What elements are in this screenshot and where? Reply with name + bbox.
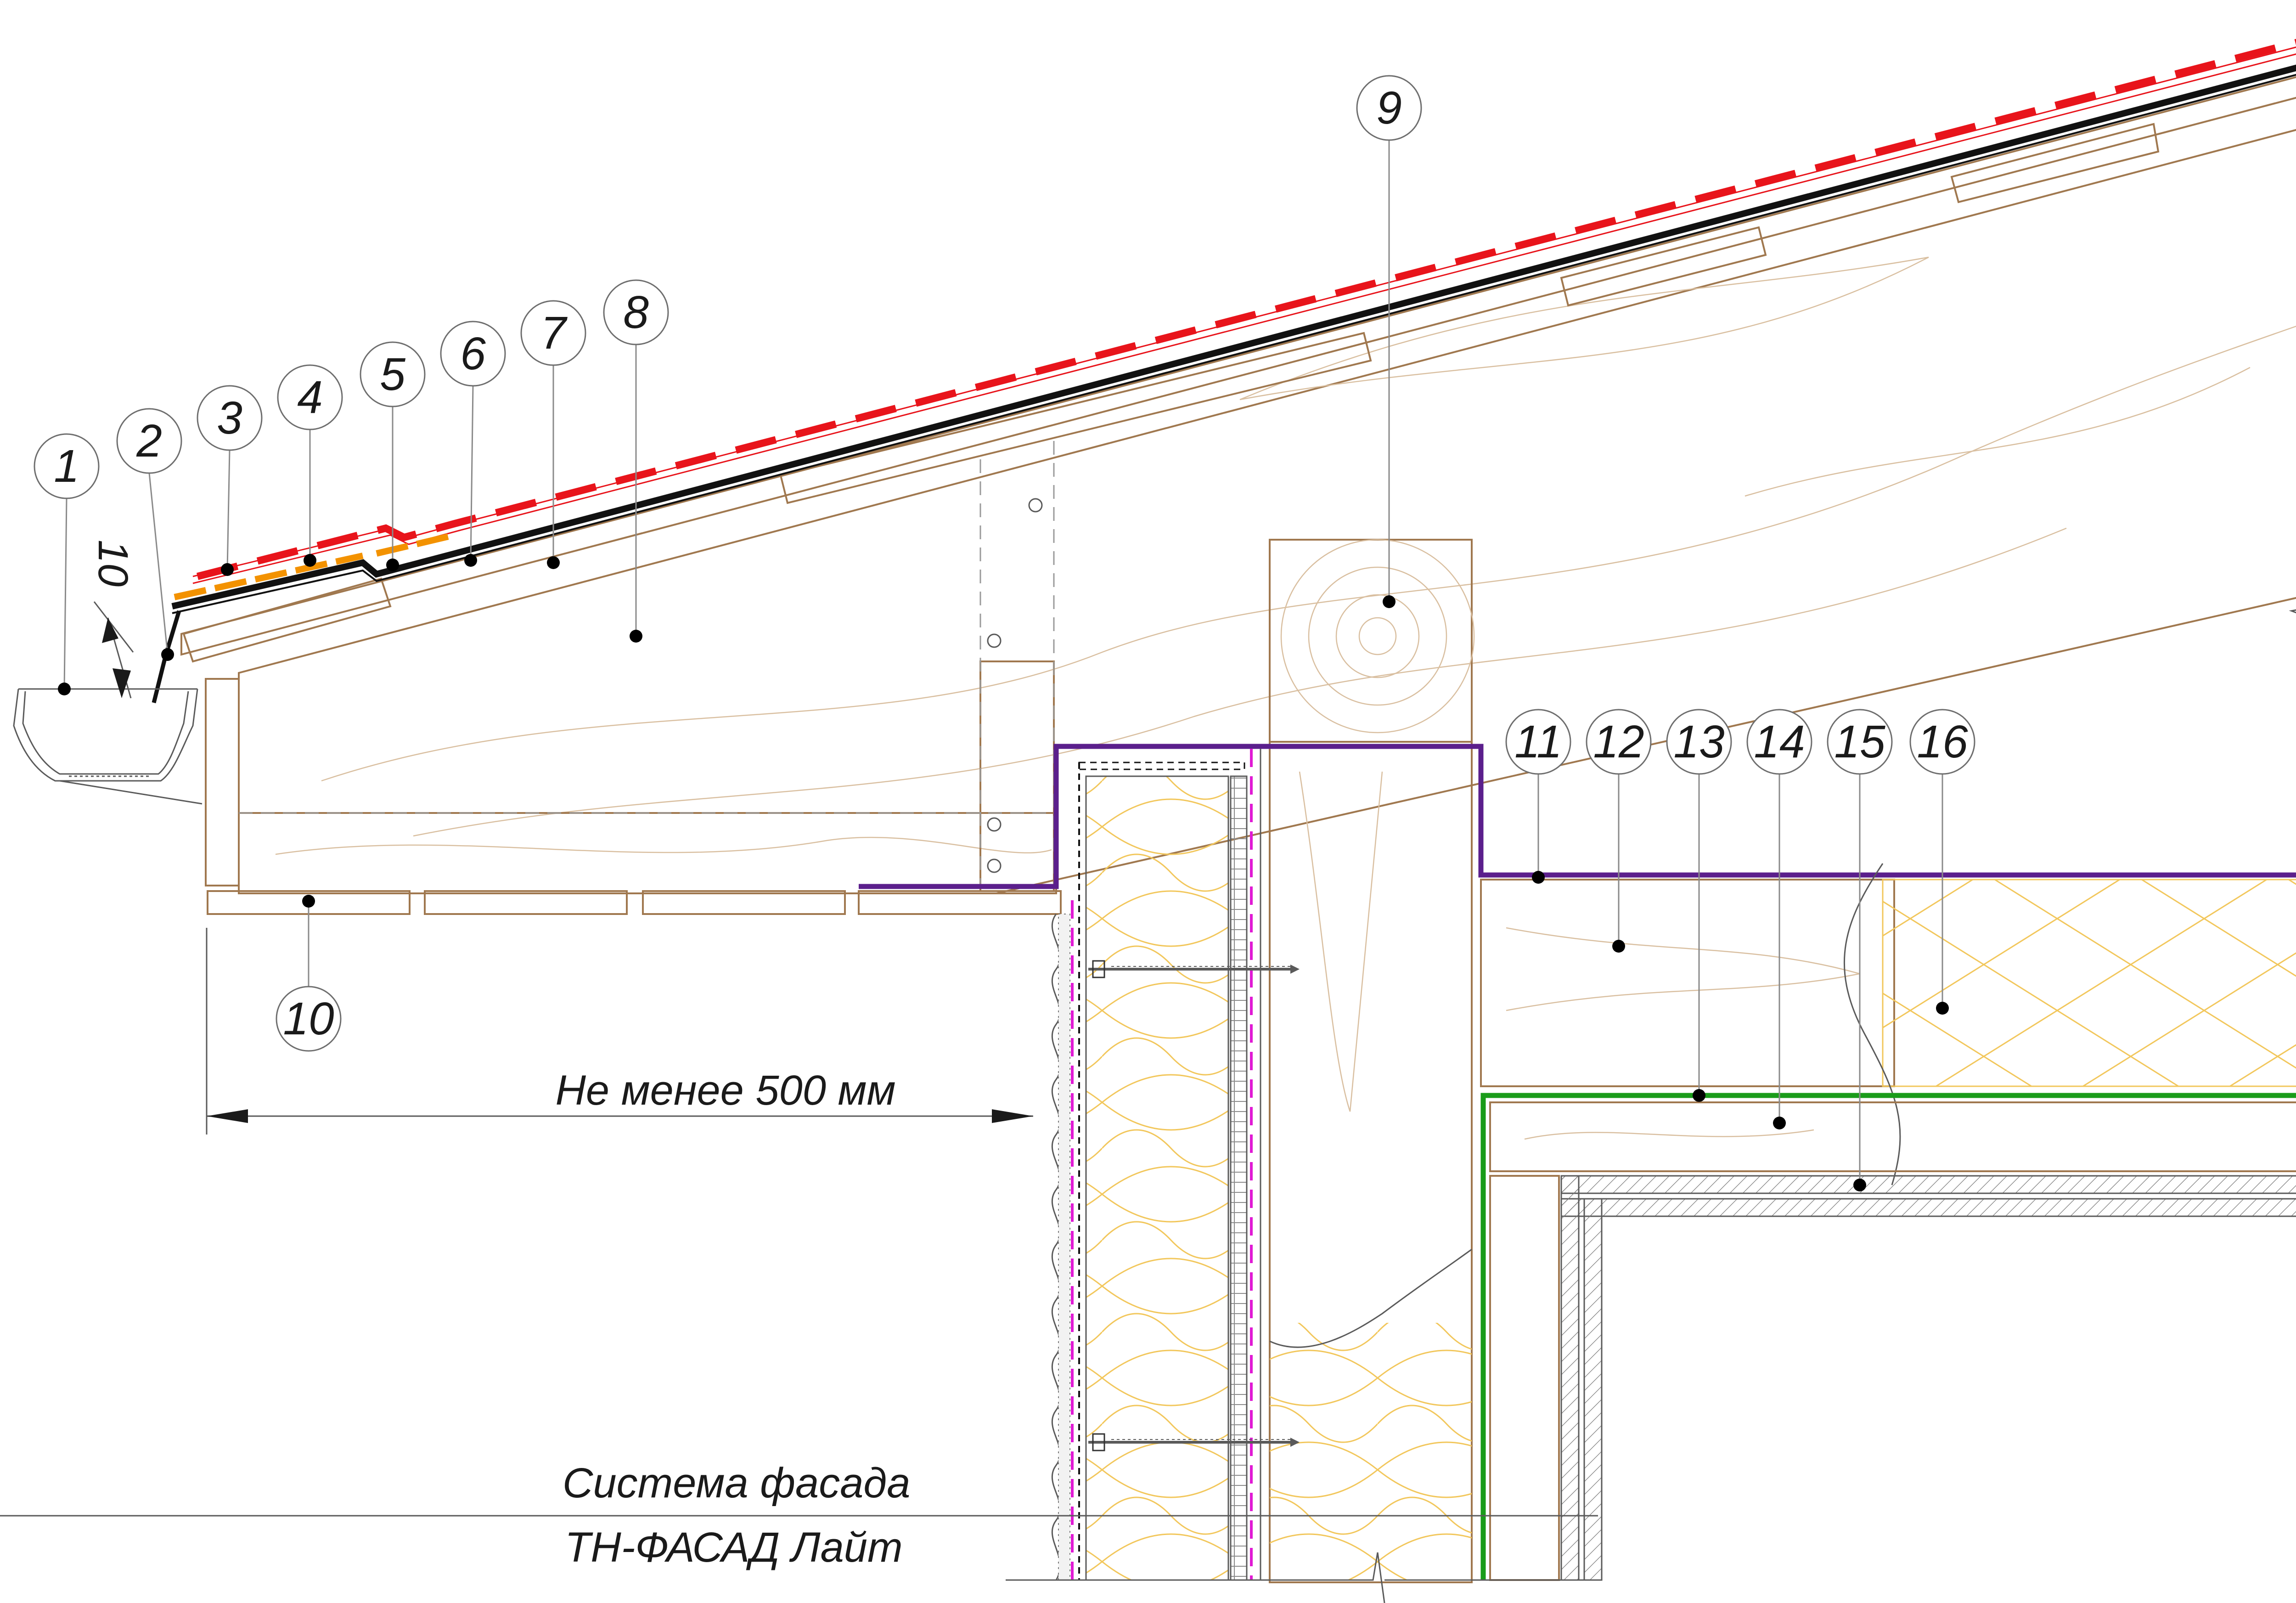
callout-8: 8 <box>603 279 669 643</box>
overhang-dimension: Не менее 500 мм <box>206 928 1033 1135</box>
callout-circle <box>277 364 343 430</box>
callout-circle <box>1586 709 1652 775</box>
callout-number: 8 <box>623 287 649 338</box>
rafter <box>238 129 2296 894</box>
callout-number: 5 <box>380 349 405 400</box>
callout-9: 9 <box>1356 75 1422 608</box>
callout-dot <box>1612 940 1625 953</box>
facade-caption-line-1: Система фасада <box>563 1460 910 1507</box>
callout-number: 10 <box>283 993 334 1044</box>
callout-14: 14 <box>1746 709 1812 1129</box>
callout-number: 13 <box>1673 716 1724 768</box>
callout-dot <box>304 554 316 567</box>
callout-circle <box>440 321 506 387</box>
callout-2: 2 <box>116 408 182 661</box>
fascia-board <box>205 678 240 886</box>
roofing-layers <box>152 39 2296 704</box>
callout-10: 10 <box>276 895 342 1052</box>
callout-leader <box>470 385 474 561</box>
callout-number: 9 <box>1376 82 1402 134</box>
callout-dot <box>58 683 71 695</box>
callout-number: 6 <box>460 328 486 379</box>
callout-number: 15 <box>1834 716 1885 768</box>
callout-circle <box>1827 709 1893 775</box>
callout-number: 11 <box>1514 716 1562 768</box>
facade-anchor <box>1088 1433 1300 1451</box>
facade-insulation <box>1085 775 1229 1581</box>
wall-plate-beam <box>1269 539 1475 1583</box>
callout-13: 13 <box>1666 709 1732 1102</box>
callout-dot <box>221 563 234 576</box>
callout-circle <box>197 385 263 451</box>
callout-number: 4 <box>297 372 323 423</box>
callout-circle <box>34 433 100 499</box>
callout-dot <box>464 554 477 567</box>
callout-circle <box>1666 709 1732 775</box>
eave-strip <box>174 532 456 600</box>
shingle-membrane <box>197 39 2296 580</box>
callout-number: 2 <box>136 415 162 467</box>
callout-number: 1 <box>54 440 79 492</box>
callout-circle <box>1505 709 1571 775</box>
callout-dot <box>161 648 174 661</box>
overhang-dimension-label: Не менее 500 мм <box>555 1067 895 1114</box>
gutter <box>13 688 203 805</box>
callout-circle <box>1746 709 1812 775</box>
callout-12: 12 <box>1586 709 1652 953</box>
callout-circle <box>116 408 182 474</box>
callout-1: 1 <box>34 433 100 695</box>
gutter-slope-dimension: 10 <box>90 540 136 699</box>
waterproofing-layer <box>859 744 2296 889</box>
callout-leader <box>226 450 231 570</box>
callout-circle <box>1356 75 1422 141</box>
callout-dot <box>547 556 560 569</box>
callout-15: 15 <box>1827 709 1893 1191</box>
callout-number: 14 <box>1754 716 1805 768</box>
callout-dot <box>630 630 642 643</box>
ceiling-lining <box>1560 1175 2296 1194</box>
facade-caption-line-2: ТН-ФАСАД Лайт <box>565 1524 903 1571</box>
callout-leader <box>63 498 68 689</box>
facade-system <box>1006 749 1589 1603</box>
callout-5: 5 <box>360 341 426 571</box>
callout-3: 3 <box>197 385 263 576</box>
vapor-barrier <box>1480 1093 2296 1580</box>
sheathing-board <box>180 76 2296 656</box>
callout-dot <box>1532 871 1545 884</box>
facade-anchor <box>1088 960 1300 978</box>
gutter-slope-label: 10 <box>90 540 136 587</box>
callout-number: 12 <box>1593 716 1644 768</box>
callout-11: 11 <box>1505 709 1571 884</box>
ceiling-assembly <box>1480 863 2296 1581</box>
ceiling-joist <box>238 812 1057 894</box>
callout-circle <box>360 341 426 407</box>
callout-number: 16 <box>1917 716 1968 768</box>
callout-circle <box>1909 709 1975 775</box>
callout-dot <box>1853 1179 1866 1191</box>
callout-circle <box>520 300 586 366</box>
callout-4: 4 <box>277 364 343 567</box>
facade-caption: Система фасада ТН-ФАСАД Лайт <box>0 1460 1598 1571</box>
callout-dot <box>386 559 399 571</box>
callout-leader <box>148 473 169 655</box>
callout-dot <box>1383 595 1396 608</box>
callout-16: 16 <box>1909 709 1975 1015</box>
callout-dot <box>1936 1002 1949 1015</box>
callout-6: 6 <box>440 321 506 567</box>
callout-dot <box>302 895 315 908</box>
callout-7: 7 <box>520 300 586 569</box>
underlay-carpet <box>171 64 2296 610</box>
callout-number: 7 <box>540 307 568 359</box>
callout-dot <box>1693 1089 1705 1102</box>
callout-circle <box>603 279 669 345</box>
callout-circle <box>276 986 342 1052</box>
callout-number: 3 <box>217 392 242 444</box>
callout-dot <box>1773 1117 1786 1129</box>
